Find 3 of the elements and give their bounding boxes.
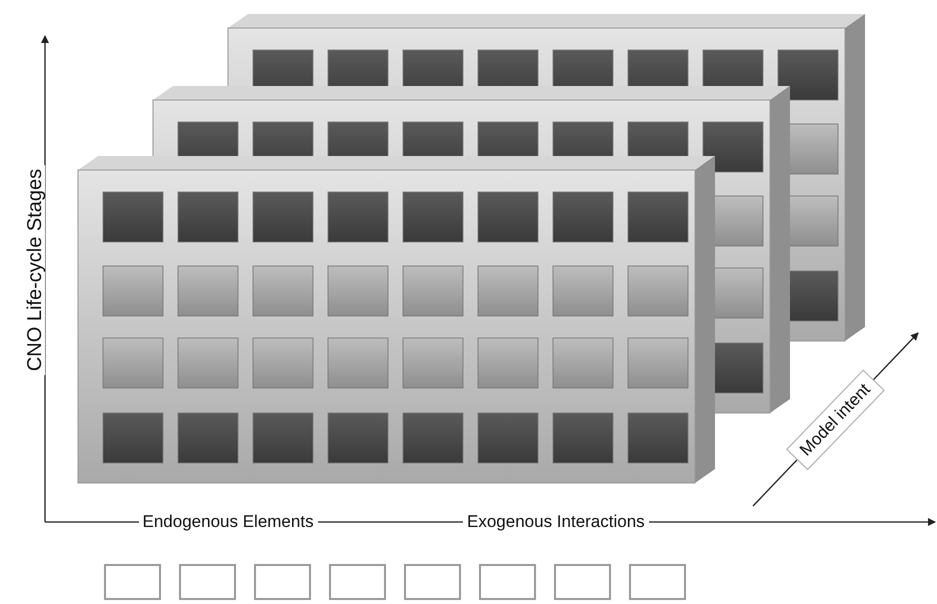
axis-label: Exogenous Interactions	[463, 512, 649, 532]
axis-label: Endogenous Elements	[138, 512, 318, 532]
axis-title: CNO Life-cycle Stages	[25, 164, 46, 376]
